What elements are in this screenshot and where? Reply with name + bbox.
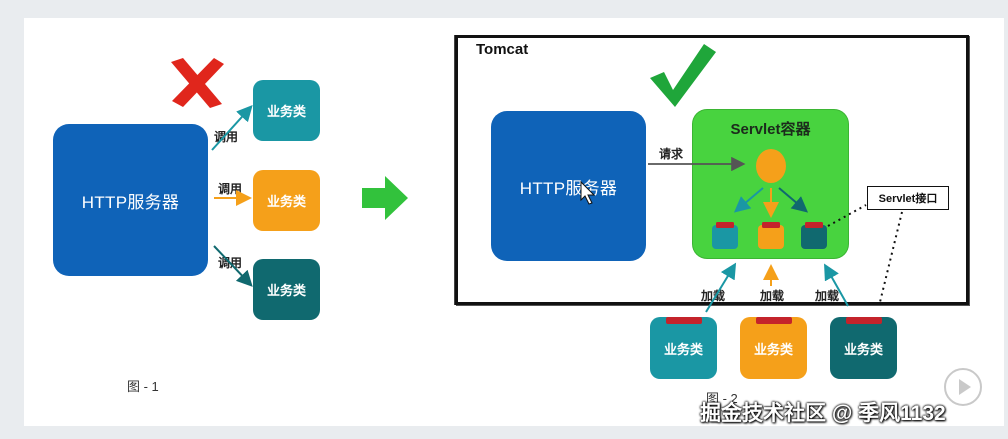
service-class-box-right-3: 业务类 xyxy=(830,317,897,379)
interface-pointer-dotted xyxy=(827,204,867,227)
servlet-container-title: Servlet容器 xyxy=(730,121,811,138)
service-class-label: 业务类 xyxy=(266,194,306,209)
service-class-cap xyxy=(846,317,882,324)
figure-caption-1: 图 - 1 xyxy=(127,379,159,394)
service-class-label: 业务类 xyxy=(266,283,306,298)
load-label-2: 加载 xyxy=(760,289,785,303)
transition-arrow-icon xyxy=(362,176,408,220)
service-class-cap xyxy=(756,317,792,324)
call-arrow-3 xyxy=(213,245,253,287)
figure-caption-2: 图 - 2 xyxy=(706,391,738,406)
play-icon[interactable] xyxy=(943,367,983,407)
servlet-instance-3 xyxy=(801,225,827,249)
servlet-inner-arrow-right xyxy=(778,187,809,213)
servlet-instance-cap xyxy=(716,222,734,228)
service-class-label: 业务类 xyxy=(843,341,883,357)
service-class-box-left-3: 业务类 xyxy=(253,259,320,320)
load-arrow-3 xyxy=(824,263,849,307)
service-class-box-left-2: 业务类 xyxy=(253,170,320,231)
interface-pointer-dotted xyxy=(879,211,903,303)
servlet-instance-2 xyxy=(758,225,784,249)
service-class-label: 业务类 xyxy=(266,104,306,119)
servlet-instance-cap xyxy=(805,222,823,228)
servlet-inner-arrow-left xyxy=(733,187,764,213)
cross-icon xyxy=(171,58,224,108)
check-icon xyxy=(650,44,716,107)
http-server-box-right: HTTP服务器 xyxy=(491,111,646,261)
servlet-instance-cap xyxy=(762,222,780,228)
service-class-label: 业务类 xyxy=(663,341,703,357)
servlet-interface-label: Servlet接口 xyxy=(867,186,949,210)
http-server-label-right: HTTP服务器 xyxy=(519,178,618,198)
service-class-box-right-1: 业务类 xyxy=(650,317,717,379)
service-class-cap xyxy=(666,317,702,324)
service-class-box-right-2: 业务类 xyxy=(740,317,807,379)
http-server-box-left: HTTP服务器 xyxy=(53,124,208,276)
cursor-icon xyxy=(580,180,596,205)
servlet-instance-1 xyxy=(712,225,738,249)
request-label: 请求 xyxy=(659,147,684,161)
watermark-text: 掘金技术社区 @ 季风1132 xyxy=(700,402,946,425)
service-class-box-left-1: 业务类 xyxy=(253,80,320,141)
load-label-3: 加载 xyxy=(815,289,840,303)
http-server-label-left: HTTP服务器 xyxy=(81,192,180,212)
servlet-node-top xyxy=(756,149,786,183)
service-class-label: 业务类 xyxy=(753,341,793,357)
load-arrow-1 xyxy=(705,262,737,313)
tomcat-title: Tomcat xyxy=(476,41,529,58)
call-arrow-1 xyxy=(211,105,253,151)
